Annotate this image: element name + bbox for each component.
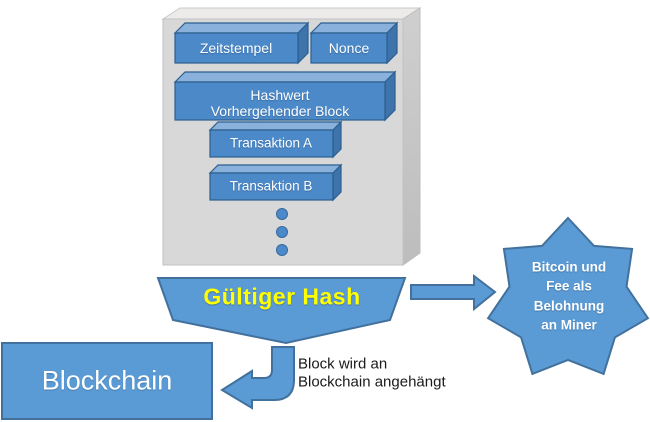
transaktion-b-label: Transaktion B xyxy=(229,178,313,194)
hashwert-label-line1: Hashwert xyxy=(250,87,310,103)
append-note-line1: Block wird an xyxy=(298,355,388,373)
reward-star xyxy=(486,216,650,376)
block-cube-right-face xyxy=(402,7,421,266)
field-transaktion-a xyxy=(208,120,343,159)
right-arrow-icon xyxy=(410,273,497,312)
blockchain-box xyxy=(1,342,213,420)
block-cube-top-face xyxy=(161,7,422,20)
field-zeitstempel xyxy=(173,21,310,65)
valid-hash-label: Gültiger Hash xyxy=(203,283,361,310)
blockchain-label: Blockchain xyxy=(41,365,173,396)
nonce-label: Nonce xyxy=(328,40,370,56)
ellipsis-dots-icon xyxy=(276,208,288,256)
hashwert-label-line2: Vorhergehender Block xyxy=(210,103,350,119)
append-note-line2: Blockchain angehängt xyxy=(298,373,446,391)
valid-hash-banner xyxy=(156,277,407,345)
reward-star-label-line2: Fee als xyxy=(546,278,592,294)
field-hashwert xyxy=(173,70,397,122)
zeitstempel-label: Zeitstempel xyxy=(199,40,273,56)
reward-star-label-line1: Bitcoin und xyxy=(531,259,607,275)
field-nonce xyxy=(309,21,399,65)
transaktion-a-label: Transaktion A xyxy=(229,135,313,151)
bent-arrow-icon xyxy=(220,346,295,410)
reward-star-label-line4: an Miner xyxy=(541,317,597,333)
reward-star-label-line3: Belohnung xyxy=(533,298,605,314)
field-transaktion-b xyxy=(208,163,343,202)
